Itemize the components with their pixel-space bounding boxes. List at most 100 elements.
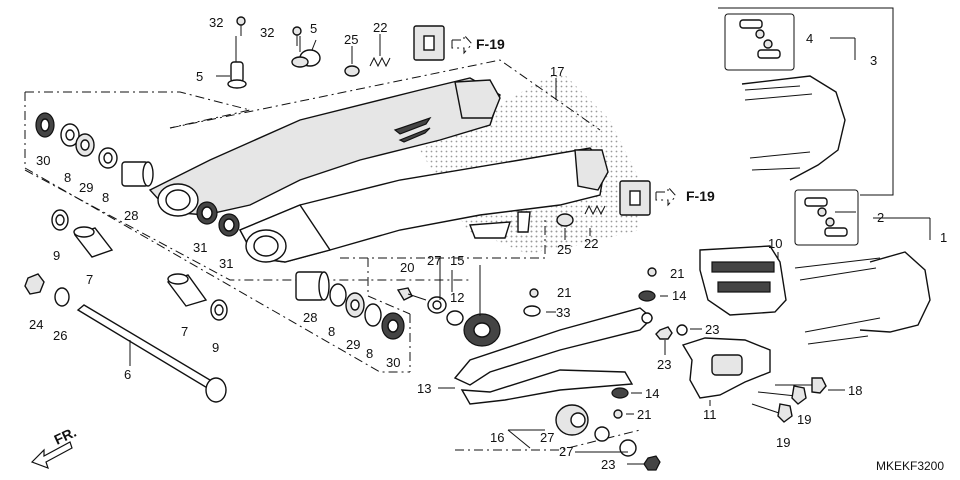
label-3: 3	[870, 53, 877, 68]
nut-24[interactable]	[24, 273, 45, 295]
bolt-19-b[interactable]	[751, 403, 793, 423]
label-31: 31	[219, 256, 233, 271]
label-28: 28	[124, 208, 138, 223]
label-14: 14	[645, 386, 659, 401]
front-arrow-icon	[30, 441, 73, 470]
label-13: 13	[417, 381, 431, 396]
label-5: 5	[196, 69, 203, 84]
label-32: 32	[260, 25, 274, 40]
label-32: 32	[209, 15, 223, 30]
nut-25-top[interactable]	[344, 65, 360, 77]
pivot-collar-right[interactable]	[291, 49, 321, 68]
drive-chain-top[interactable]	[741, 75, 846, 181]
screw-32-a[interactable]	[236, 16, 246, 36]
dashed-boundaries	[24, 59, 641, 451]
roller-15[interactable]	[463, 313, 501, 347]
bolt-21-c[interactable]	[613, 409, 623, 419]
label-33: 33	[556, 305, 570, 320]
label-27: 27	[427, 253, 441, 268]
chain-guide-block-mid[interactable]	[619, 180, 651, 216]
label-2: 2	[877, 210, 884, 225]
label-6: 6	[124, 367, 131, 382]
label-27: 27	[559, 444, 573, 459]
screw-32-b[interactable]	[292, 26, 302, 46]
spring-22-top[interactable]	[369, 56, 391, 68]
chain-slider[interactable]	[453, 307, 654, 405]
bearing-stack-right[interactable]	[295, 271, 405, 340]
label-28: 28	[303, 310, 317, 325]
collar-7-right[interactable]	[166, 273, 208, 307]
label-8: 8	[102, 190, 109, 205]
nut-23-guard-a[interactable]	[655, 326, 673, 340]
label-25: 25	[344, 32, 358, 47]
label-24: 24	[29, 317, 43, 332]
label-23: 23	[601, 457, 615, 472]
label-21: 21	[557, 285, 571, 300]
swingarm[interactable]	[148, 77, 609, 263]
bolt-21-b[interactable]	[647, 267, 657, 277]
label-30: 30	[386, 355, 400, 370]
bolt-19-a[interactable]	[757, 385, 807, 405]
seal-31-a[interactable]	[196, 201, 218, 225]
label-23: 23	[657, 357, 671, 372]
label-26: 26	[53, 328, 67, 343]
label-25: 25	[557, 242, 571, 257]
leader-lines	[129, 34, 931, 465]
washer-9-right[interactable]	[210, 299, 228, 321]
collar-27-lower-b[interactable]	[619, 439, 637, 457]
label-19: 19	[797, 412, 811, 427]
nut-23-guard-b[interactable]	[676, 324, 688, 336]
label-5: 5	[310, 21, 317, 36]
label-15: 15	[450, 253, 464, 268]
nut-25-mid[interactable]	[556, 213, 574, 227]
collar-12[interactable]	[446, 310, 464, 326]
nut-23-bottom[interactable]	[643, 455, 661, 471]
label-30: 30	[36, 153, 50, 168]
seal-31-b[interactable]	[218, 213, 240, 237]
label-10: 10	[768, 236, 782, 251]
label-11: 11	[703, 407, 717, 422]
part-labels: 32 32 5 5 25 22 F-19 17 4 3 2 1 F-19 10 …	[29, 15, 947, 473]
pivot-collar-left[interactable]	[227, 61, 247, 89]
label-16: 16	[490, 430, 504, 445]
washer-33[interactable]	[523, 305, 541, 317]
label-1: 1	[940, 230, 947, 245]
label-22: 22	[373, 20, 387, 35]
bearing-stack-left[interactable]	[35, 112, 154, 187]
washer-14-bottom[interactable]	[611, 387, 629, 399]
label-23: 23	[705, 322, 719, 337]
bolt-21-a[interactable]	[529, 288, 539, 298]
chain-guide-block-top[interactable]	[413, 25, 445, 61]
label-14: 14	[672, 288, 686, 303]
diagram-code: MKEKF3200	[876, 459, 944, 473]
label-12: 12	[450, 290, 464, 305]
collar-7-left[interactable]	[73, 226, 114, 258]
roller-16[interactable]	[555, 404, 589, 436]
drive-chain-bottom[interactable]	[794, 251, 931, 345]
label-20: 20	[400, 260, 414, 275]
label-8: 8	[64, 170, 71, 185]
washer-26[interactable]	[54, 287, 70, 307]
master-link-top[interactable]	[739, 19, 781, 59]
label-7: 7	[181, 324, 188, 339]
pivot-axle[interactable]	[76, 304, 227, 403]
bolt-20[interactable]	[396, 287, 427, 301]
washer-14-top[interactable]	[638, 290, 656, 302]
chain-guard-11[interactable]	[681, 337, 771, 399]
label-21: 21	[637, 407, 651, 422]
label-31: 31	[193, 240, 207, 255]
collar-27-upper[interactable]	[427, 296, 447, 314]
label-17: 17	[550, 64, 564, 79]
spring-22-mid[interactable]	[584, 204, 606, 216]
bolt-18[interactable]	[775, 377, 827, 394]
label-29: 29	[79, 180, 93, 195]
collar-27-lower-a[interactable]	[594, 426, 610, 442]
ref-arrow-mid	[655, 185, 677, 207]
label-21: 21	[670, 266, 684, 281]
label-22: 22	[584, 236, 598, 251]
label-18: 18	[848, 383, 862, 398]
washer-9-left[interactable]	[51, 209, 69, 231]
master-link-bottom[interactable]	[804, 197, 848, 237]
chain-guide-10[interactable]	[699, 245, 787, 316]
